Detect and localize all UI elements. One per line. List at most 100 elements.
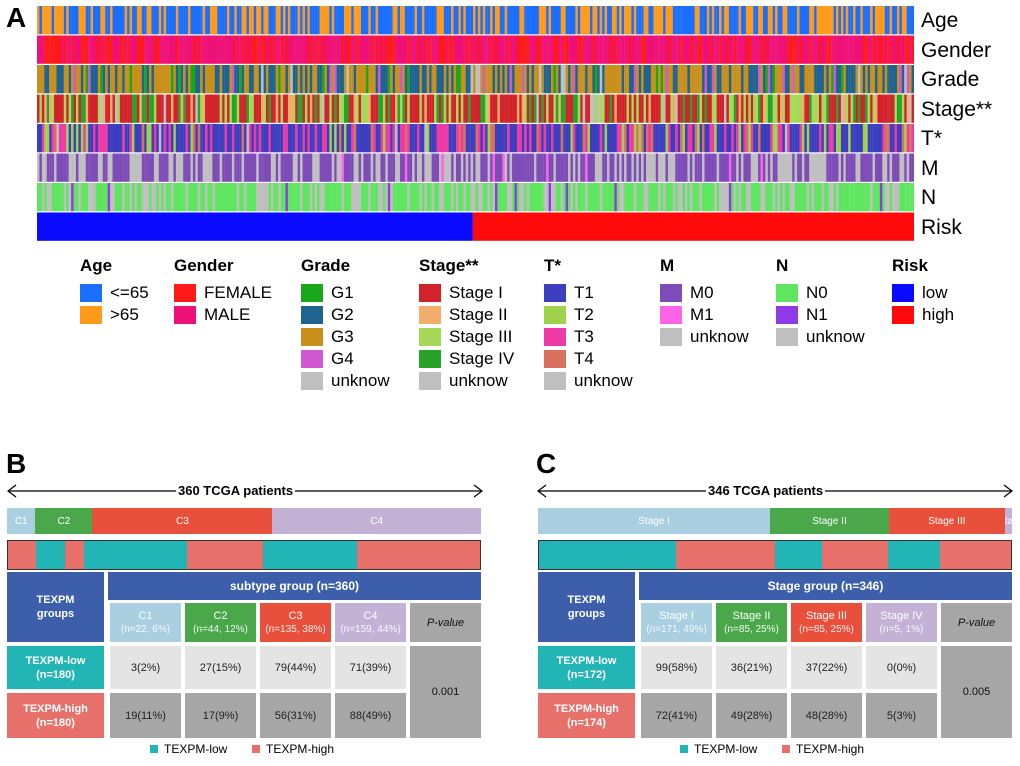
heatmap-cell [758, 153, 761, 182]
heatmap-cell [229, 6, 233, 35]
heatmap-cell [884, 94, 888, 123]
heatmap-cell [821, 65, 825, 94]
heatmap-cell [480, 94, 483, 123]
heatmap-cell [378, 35, 381, 64]
heatmap-cell [887, 6, 890, 35]
heatmap-cell [553, 153, 557, 182]
heatmap-cell [75, 65, 79, 94]
heatmap-cell [780, 65, 783, 94]
heatmap-cell [304, 6, 308, 35]
heatmap-cell [95, 6, 99, 35]
heatmap-cell [723, 6, 727, 35]
heatmap-cell [597, 124, 600, 153]
heatmap-cell [753, 94, 756, 123]
heatmap-cell [857, 124, 861, 153]
heatmap-cell [361, 94, 364, 123]
heatmap-cell [889, 6, 893, 35]
heatmap-cell [468, 65, 471, 94]
heatmap-cell [845, 153, 849, 182]
heatmap-cell [443, 35, 447, 64]
heatmap-cell [322, 6, 325, 35]
legend-label: unknow [690, 327, 749, 346]
heatmap-cell [300, 94, 303, 123]
heatmap-cell [775, 35, 778, 64]
heatmap-cell [604, 65, 608, 94]
heatmap-cell [244, 124, 247, 153]
heatmap-cell [324, 124, 328, 153]
heatmap-cell [716, 94, 720, 123]
heatmap-cell [655, 65, 659, 94]
heatmap-cell [334, 153, 337, 182]
heatmap-cell [604, 183, 608, 212]
heatmap-cell [297, 35, 301, 64]
heatmap-cell [458, 94, 462, 123]
heatmap-cell [417, 94, 420, 123]
heatmap-cell [709, 35, 712, 64]
heatmap-cell [487, 35, 491, 64]
heatmap-cell [765, 6, 768, 35]
heatmap-cell [663, 153, 666, 182]
heatmap-cell [680, 6, 683, 35]
legend-label: T3 [574, 327, 594, 346]
heatmap-cell [100, 35, 103, 64]
heatmap-cell [706, 65, 710, 94]
heatmap-cell [672, 183, 676, 212]
heatmap-cell [728, 153, 732, 182]
heatmap-cell [458, 124, 462, 153]
heatmap-cell [850, 6, 854, 35]
heatmap-cell [85, 153, 89, 182]
heatmap-cell [248, 6, 252, 35]
heatmap-cell [265, 94, 269, 123]
heatmap-cell [273, 124, 276, 153]
heatmap-cell [465, 6, 469, 35]
heatmap-cell [702, 6, 705, 35]
heatmap-cell [553, 6, 557, 35]
heatmap-cell [658, 6, 661, 35]
heatmap-cell [270, 65, 274, 94]
heatmap-cell [541, 153, 544, 182]
heatmap-cell [521, 153, 525, 182]
heatmap-cell [39, 65, 43, 94]
heatmap-cell [860, 6, 863, 35]
heatmap-cell [129, 94, 133, 123]
heatmap-cell [468, 35, 471, 64]
heatmap-cell [414, 65, 418, 94]
heatmap-cell [465, 124, 469, 153]
heatmap-cell [784, 153, 788, 182]
heatmap-cell [419, 35, 423, 64]
heatmap-cell [882, 183, 885, 212]
heatmap-cell [370, 94, 374, 123]
heatmap-cell [112, 153, 116, 182]
heatmap-cell [473, 6, 476, 35]
heatmap-cell [105, 6, 108, 35]
heatmap-cell [592, 6, 596, 35]
heatmap-cell [709, 6, 712, 35]
heatmap-cell [214, 35, 218, 64]
heatmap-cell [663, 35, 666, 64]
heatmap-cell [268, 183, 272, 212]
heatmap-cell [551, 6, 554, 35]
heatmap-cell [821, 153, 825, 182]
heatmap-cell [129, 124, 133, 153]
swatch [419, 306, 441, 324]
heatmap-cell [102, 65, 106, 94]
heatmap-cell [73, 6, 77, 35]
heatmap-cell [205, 124, 208, 153]
heatmap-cell [816, 124, 820, 153]
heatmap-cell [745, 94, 749, 123]
heatmap-cell [762, 65, 766, 94]
heatmap-cell [733, 6, 737, 35]
heatmap-cell [429, 124, 432, 153]
legend-label: N0 [806, 283, 828, 302]
heatmap-cell [322, 35, 325, 64]
heatmap-cell [687, 183, 691, 212]
heatmap-cell [648, 124, 652, 153]
heatmap-cell [431, 153, 435, 182]
heatmap-cell [395, 6, 398, 35]
heatmap-cell [139, 94, 142, 123]
heatmap-cell [570, 6, 574, 35]
heatmap-cell [826, 35, 829, 64]
heatmap-cell [270, 153, 274, 182]
heatmap-cell [477, 6, 481, 35]
heatmap-cell [356, 183, 359, 212]
